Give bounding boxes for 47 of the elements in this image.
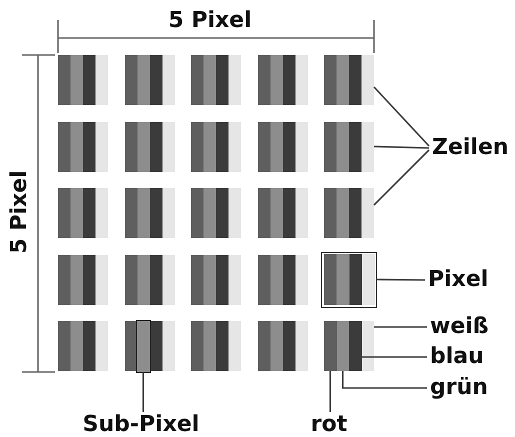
sub-pixel	[349, 321, 362, 371]
pixel	[258, 188, 308, 238]
pixel	[324, 122, 374, 172]
pixel	[124, 55, 174, 105]
pixel	[324, 55, 374, 105]
pixel	[191, 188, 241, 238]
dimension-label: 5 Pixel	[168, 10, 252, 32]
pixel	[58, 55, 108, 105]
pixel	[258, 254, 308, 304]
pixel	[124, 188, 174, 238]
pixel	[124, 321, 174, 371]
pixel	[258, 122, 308, 172]
sub-pixel	[324, 321, 336, 371]
pixel	[324, 188, 374, 238]
part-label: weiß	[430, 316, 489, 338]
sub-pixel	[136, 320, 150, 372]
pixel	[58, 321, 108, 371]
pixel	[324, 321, 374, 371]
pixel	[258, 55, 308, 105]
pixel	[191, 122, 241, 172]
part-label: grün	[430, 377, 488, 399]
leader-line	[329, 371, 332, 412]
leader-line	[374, 146, 430, 149]
sub-pixel	[336, 321, 349, 371]
leader-line	[373, 86, 430, 147]
pixel	[191, 55, 241, 105]
leader-line	[362, 356, 427, 358]
pixel	[191, 321, 241, 371]
pixel	[58, 188, 108, 238]
part-label: Sub-Pixel	[82, 414, 200, 436]
pixel	[124, 254, 174, 304]
dimension-label: 5 Pixel	[9, 170, 31, 254]
pixel	[58, 254, 108, 304]
part-label: rot	[310, 414, 348, 436]
leader-line	[373, 149, 430, 206]
leader-line	[374, 326, 427, 328]
part-label: Zeilen	[432, 137, 509, 159]
leader-line	[142, 372, 144, 412]
framed-pixel	[321, 252, 377, 308]
pixel	[58, 122, 108, 172]
pixel	[258, 321, 308, 371]
leader-line	[342, 371, 427, 389]
part-label: blau	[430, 346, 484, 368]
pixel	[191, 254, 241, 304]
leader-line	[377, 278, 425, 281]
part-label: Pixel	[428, 269, 488, 291]
pixel	[124, 122, 174, 172]
